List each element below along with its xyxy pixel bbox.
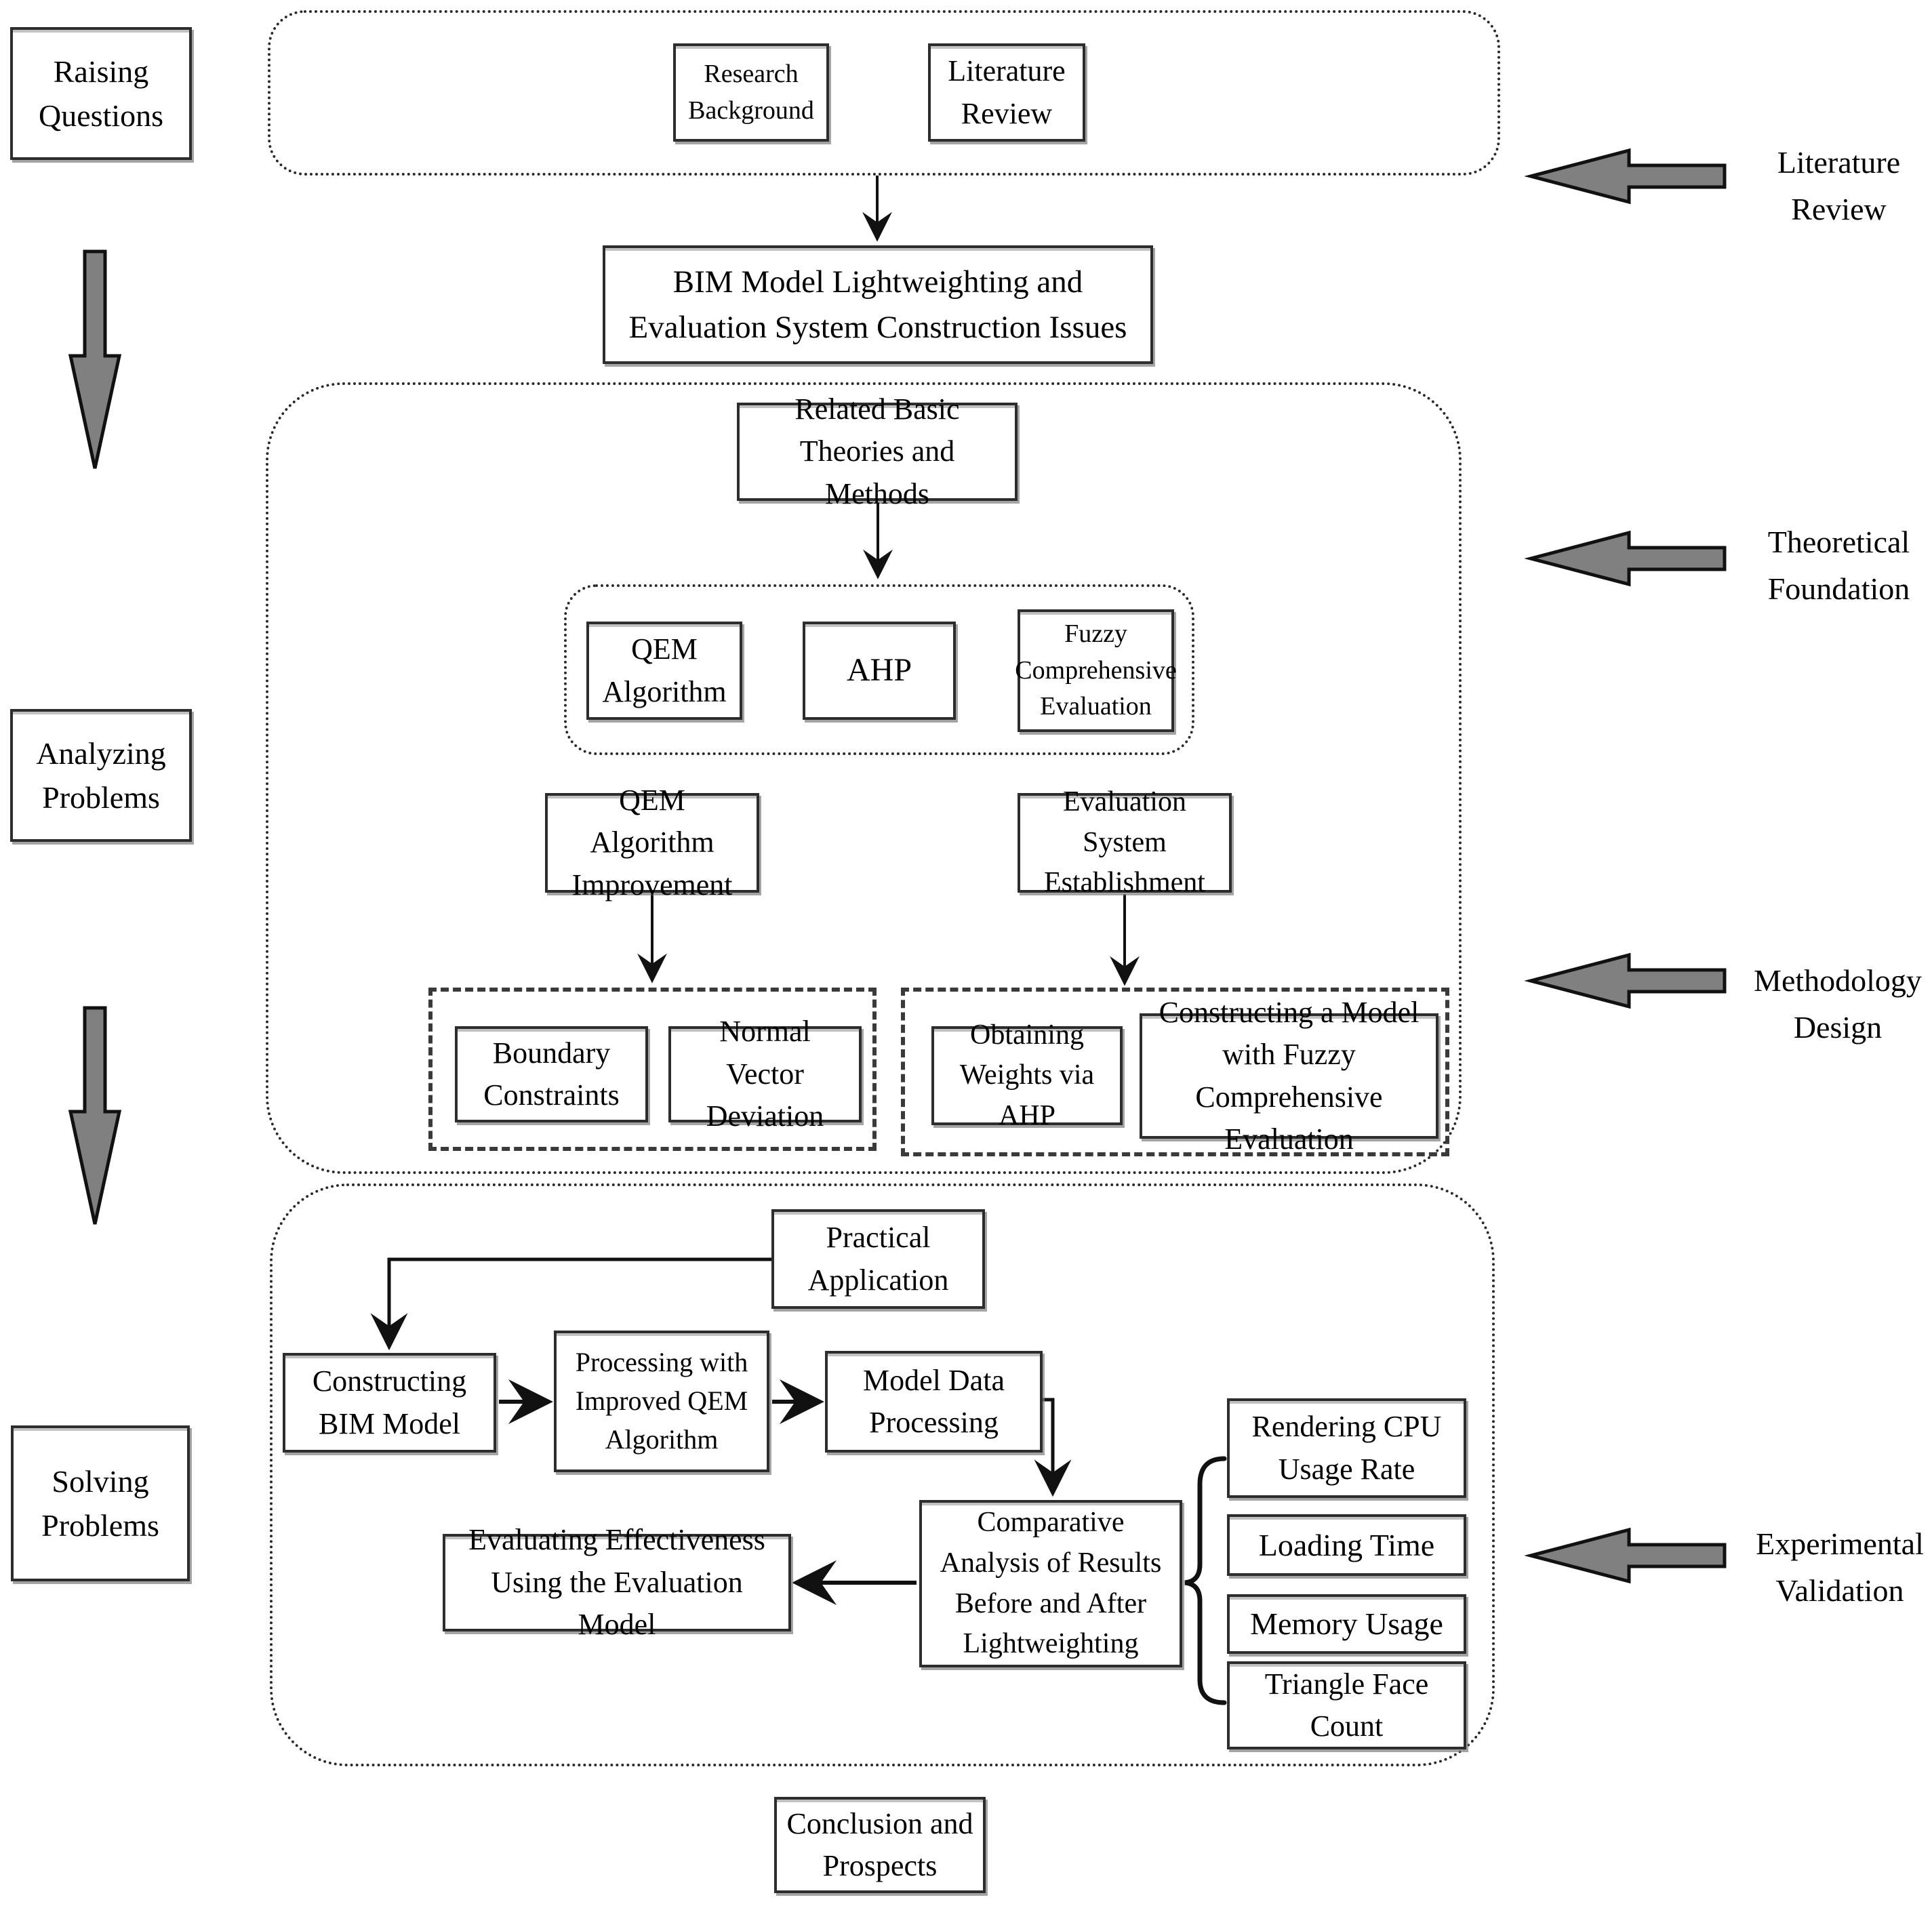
container-methods-inner (564, 584, 1194, 755)
stage-analyzing-problems: Analyzing Problems (10, 709, 192, 842)
phase-label-methodology-design: Methodology Design (1754, 963, 1922, 1045)
node-ahp: AHP (803, 622, 956, 720)
stage-raising-questions: Raising Questions (10, 27, 192, 160)
phase-left-arrow-literature (1524, 148, 1727, 205)
phase-label-literature-review: Literature Review (1777, 145, 1901, 226)
node-constructing-bim-model: Constructing BIM Model (283, 1353, 496, 1453)
stage-down-arrow-1 (68, 249, 122, 469)
node-model-data-processing: Model Data Processing (825, 1351, 1043, 1453)
node-metric-memory-usage: Memory Usage (1227, 1594, 1466, 1654)
node-comparative-analysis: Comparative Analysis of Results Before a… (919, 1500, 1182, 1667)
node-metric-triangle-face-count: Triangle Face Count (1227, 1661, 1466, 1749)
node-practical-application: Practical Application (771, 1209, 985, 1309)
container-eval-submethods (901, 988, 1449, 1156)
node-fuzzy-comprehensive-evaluation: Fuzzy Comprehensive Evaluation (1015, 609, 1177, 732)
node-boundary-constraints: Boundary Constraints (455, 1026, 648, 1122)
node-research-background: Research Background (673, 43, 829, 142)
node-constructing-fuzzy-model: Constructing a Model with Fuzzy Comprehe… (1140, 996, 1438, 1156)
node-qem-algorithm-improvement: QEM Algorithm Improvement (545, 784, 759, 901)
node-evaluating-effectiveness: Evaluating Effectiveness Using the Evalu… (443, 1523, 791, 1641)
node-related-basic-theories: Related Basic Theories and Methods (737, 392, 1018, 510)
container-qem-submethods (428, 988, 877, 1151)
container-theory-phase (266, 382, 1462, 1174)
node-bim-problem: BIM Model Lightweighting and Evaluation … (603, 245, 1153, 364)
node-conclusion-prospects: Conclusion and Prospects (774, 1797, 986, 1893)
node-normal-vector-deviation: Normal Vector Deviation (668, 1015, 862, 1133)
container-literature-phase (268, 10, 1500, 176)
phase-left-arrow-methodology (1524, 952, 1727, 1009)
phase-label-experimental-validation: Experimental Validation (1756, 1526, 1924, 1608)
node-obtaining-weights-ahp: Obtaining Weights via AHP (931, 1019, 1123, 1131)
node-qem-algorithm: QEM Algorithm (586, 622, 742, 720)
node-metric-loading-time: Loading Time (1227, 1514, 1466, 1576)
node-literature-review: Literature Review (928, 43, 1085, 142)
node-processing-improved-qem: Processing with Improved QEM Algorithm (554, 1331, 769, 1472)
stage-down-arrow-2 (68, 1006, 122, 1225)
stage-solving-problems: Solving Problems (11, 1425, 190, 1581)
phase-left-arrow-experimental (1524, 1527, 1727, 1584)
phase-left-arrow-theoretical (1524, 530, 1727, 587)
node-metric-rendering-cpu: Rendering CPU Usage Rate (1227, 1398, 1466, 1498)
phase-label-theoretical-foundation: Theoretical Foundation (1767, 525, 1910, 606)
node-evaluation-system-establishment: Evaluation System Establishment (1018, 786, 1232, 898)
container-application-phase (270, 1183, 1495, 1766)
